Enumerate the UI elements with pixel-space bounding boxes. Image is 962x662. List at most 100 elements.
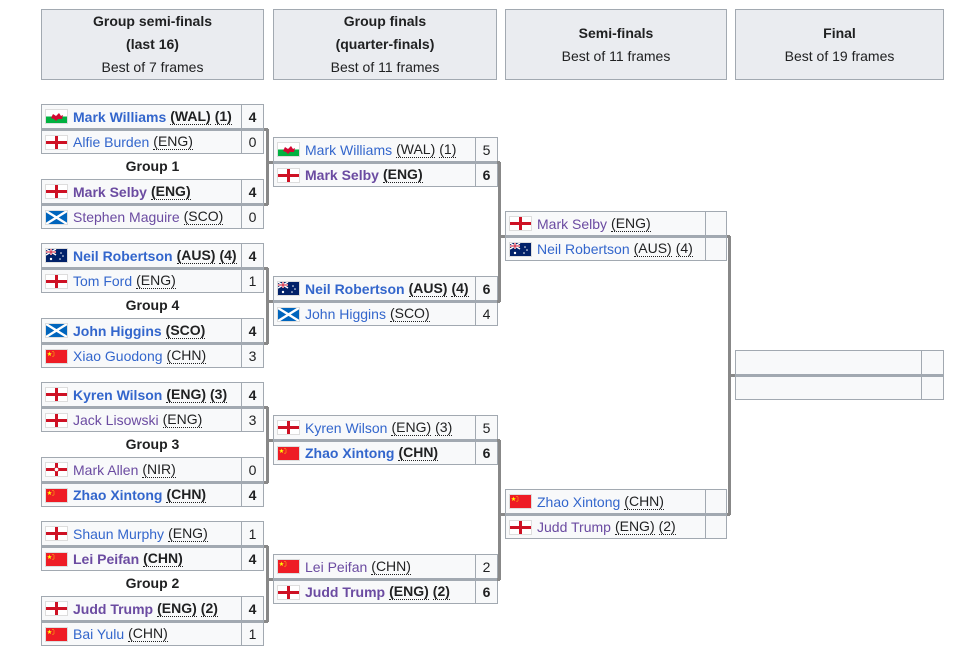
bracket-connector [266, 578, 273, 581]
country-code: (CHN) [624, 492, 664, 510]
china-flag-icon [277, 445, 300, 461]
bracket-connector [266, 439, 273, 442]
match: Zhao Xintong(CHN) Judd Trump(ENG)(2) [505, 489, 727, 539]
player-name-cell: Xiao Guodong(CHN) [41, 343, 242, 368]
player-row: Kyren Wilson(ENG)(3)4 [41, 382, 264, 407]
score-cell: 6 [475, 579, 498, 604]
australia-flag-icon [509, 241, 532, 257]
player-row: Neil Robertson(AUS)(4) [505, 236, 727, 261]
header-group-semi-finals: Group semi-finals (last 16) Best of 7 fr… [41, 9, 264, 80]
player-name-cell: Zhao Xintong(CHN) [41, 482, 242, 507]
player-link[interactable]: John Higgins [305, 306, 386, 322]
player-link[interactable]: Lei Peifan [73, 551, 140, 567]
player-link[interactable]: Judd Trump [305, 584, 386, 600]
player-link[interactable]: Mark Williams [305, 141, 393, 158]
china-flag-icon [277, 559, 300, 574]
scotland-flag-icon [45, 323, 68, 338]
bracket-connector [498, 235, 505, 238]
country-code: (WAL) [396, 140, 436, 158]
player-link[interactable]: Mark Williams [73, 108, 167, 125]
bracket-connector [498, 440, 501, 580]
player-name-cell [735, 375, 922, 400]
header-final: Final Best of 19 frames [735, 9, 944, 80]
country-code: (ENG) [157, 599, 197, 617]
bracket-connector [728, 374, 735, 377]
player-row: Mark Williams(WAL)(1)4 [41, 104, 264, 129]
country-code: (ENG) [168, 524, 208, 542]
player-link[interactable]: John Higgins [73, 322, 162, 339]
score-cell: 3 [241, 343, 264, 368]
player-row: Shaun Murphy(ENG)1 [41, 521, 264, 546]
country-code: (ENG) [382, 166, 423, 183]
player-link[interactable]: Mark Selby [73, 183, 147, 200]
seed: (2) [432, 583, 450, 600]
player-link[interactable]: Zhao Xintong [305, 445, 395, 461]
player-link[interactable]: Mark Allen [73, 461, 139, 478]
northern-ireland-flag-icon [45, 462, 68, 477]
player-name-cell: Mark Williams(WAL)(1) [273, 137, 476, 162]
player-name-cell: Judd Trump(ENG)(2) [41, 596, 242, 621]
player-link[interactable]: Judd Trump [537, 519, 611, 535]
header-subtitle: Best of 19 frames [784, 47, 895, 64]
score-cell: 4 [475, 301, 498, 326]
player-link[interactable]: Zhao Xintong [73, 487, 163, 503]
player-name-cell: Judd Trump(ENG)(2) [273, 579, 476, 604]
player-link[interactable]: Tom Ford [73, 273, 133, 289]
score-cell: 2 [475, 554, 498, 579]
country-code: (CHN) [398, 444, 439, 461]
player-name-cell: Mark Williams(WAL)(1) [41, 104, 242, 129]
player-name-cell: Jack Lisowski(ENG) [41, 407, 242, 432]
england-flag-icon [45, 184, 68, 199]
player-name-cell: Judd Trump(ENG)(2) [505, 514, 706, 539]
player-row: Bai Yulu(CHN)1 [41, 621, 264, 646]
score-cell: 5 [475, 137, 498, 162]
player-row: Stephen Maguire(SCO)0 [41, 204, 264, 229]
score-cell: 4 [241, 104, 264, 129]
player-link[interactable]: Jack Lisowski [73, 412, 159, 428]
seed: (2) [200, 599, 218, 617]
score-cell [921, 375, 944, 400]
player-row: John Higgins(SCO)4 [41, 318, 264, 343]
player-name-cell: John Higgins(SCO) [41, 318, 242, 343]
seed: (4) [451, 279, 469, 297]
england-flag-icon [45, 412, 68, 428]
player-link[interactable]: Xiao Guodong [73, 348, 163, 364]
country-code: (ENG) [611, 214, 651, 232]
player-link[interactable]: Zhao Xintong [537, 493, 621, 510]
player-row: John Higgins(SCO)4 [273, 301, 498, 326]
player-link[interactable]: Lei Peifan [305, 558, 368, 575]
country-code: (ENG) [153, 133, 193, 150]
player-link[interactable]: Shaun Murphy [73, 525, 165, 542]
country-code: (AUS) [633, 240, 672, 257]
header-subtitle: Best of 11 frames [330, 59, 440, 75]
australia-flag-icon [277, 281, 300, 296]
seed: (3) [210, 385, 228, 403]
bracket-connector [266, 161, 273, 164]
player-link[interactable]: Neil Robertson [537, 241, 630, 257]
bracket-connector [498, 513, 505, 516]
player-link[interactable]: Neil Robertson [305, 280, 405, 297]
player-name-cell: Kyren Wilson(ENG)(3) [41, 382, 242, 407]
player-link[interactable]: Mark Selby [305, 167, 379, 183]
score-cell [705, 236, 727, 261]
player-link[interactable]: Kyren Wilson [73, 386, 163, 403]
player-link[interactable]: Bai Yulu [73, 626, 125, 642]
player-link[interactable]: Stephen Maguire [73, 209, 180, 225]
england-flag-icon [509, 519, 532, 535]
player-link[interactable]: Judd Trump [73, 600, 154, 617]
player-link[interactable]: Alfie Burden [73, 134, 150, 150]
player-link[interactable]: Mark Selby [537, 215, 608, 232]
country-code: (CHN) [371, 557, 411, 575]
score-cell: 1 [241, 268, 264, 293]
player-link[interactable]: Kyren Wilson [305, 419, 388, 436]
score-cell: 4 [241, 382, 264, 407]
player-row: Xiao Guodong(CHN)3 [41, 343, 264, 368]
player-link[interactable]: Neil Robertson [73, 247, 173, 264]
england-flag-icon [45, 387, 68, 402]
seed: (4) [675, 240, 693, 257]
